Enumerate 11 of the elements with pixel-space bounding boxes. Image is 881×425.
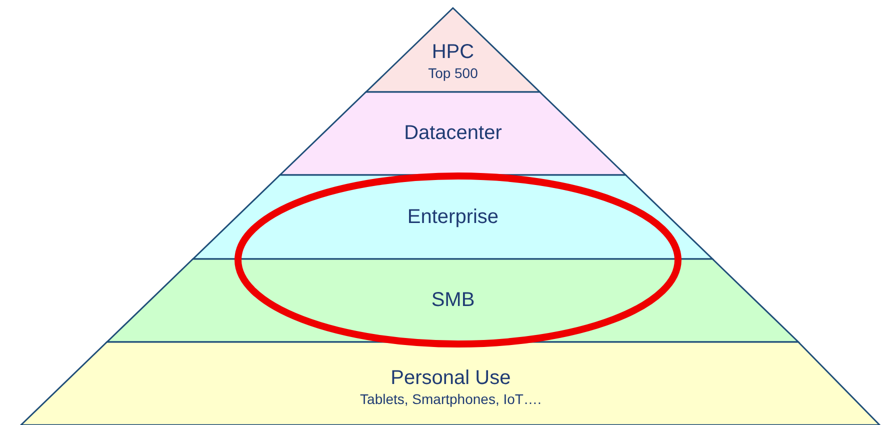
tier-title: Personal Use (390, 366, 511, 392)
pyramid-tier (107, 259, 799, 342)
pyramid-tier (280, 92, 626, 175)
tier-title: SMB (431, 288, 475, 313)
pyramid-tier (193, 175, 713, 259)
tier-title: Datacenter (404, 121, 502, 146)
tier-title: HPC (432, 40, 474, 65)
tier-subtitle: Tablets, Smartphones, IoT…. (360, 391, 542, 409)
pyramid-tier (21, 342, 880, 425)
tier-title: Enterprise (407, 204, 499, 230)
tier-subtitle: Top 500 (428, 64, 478, 82)
